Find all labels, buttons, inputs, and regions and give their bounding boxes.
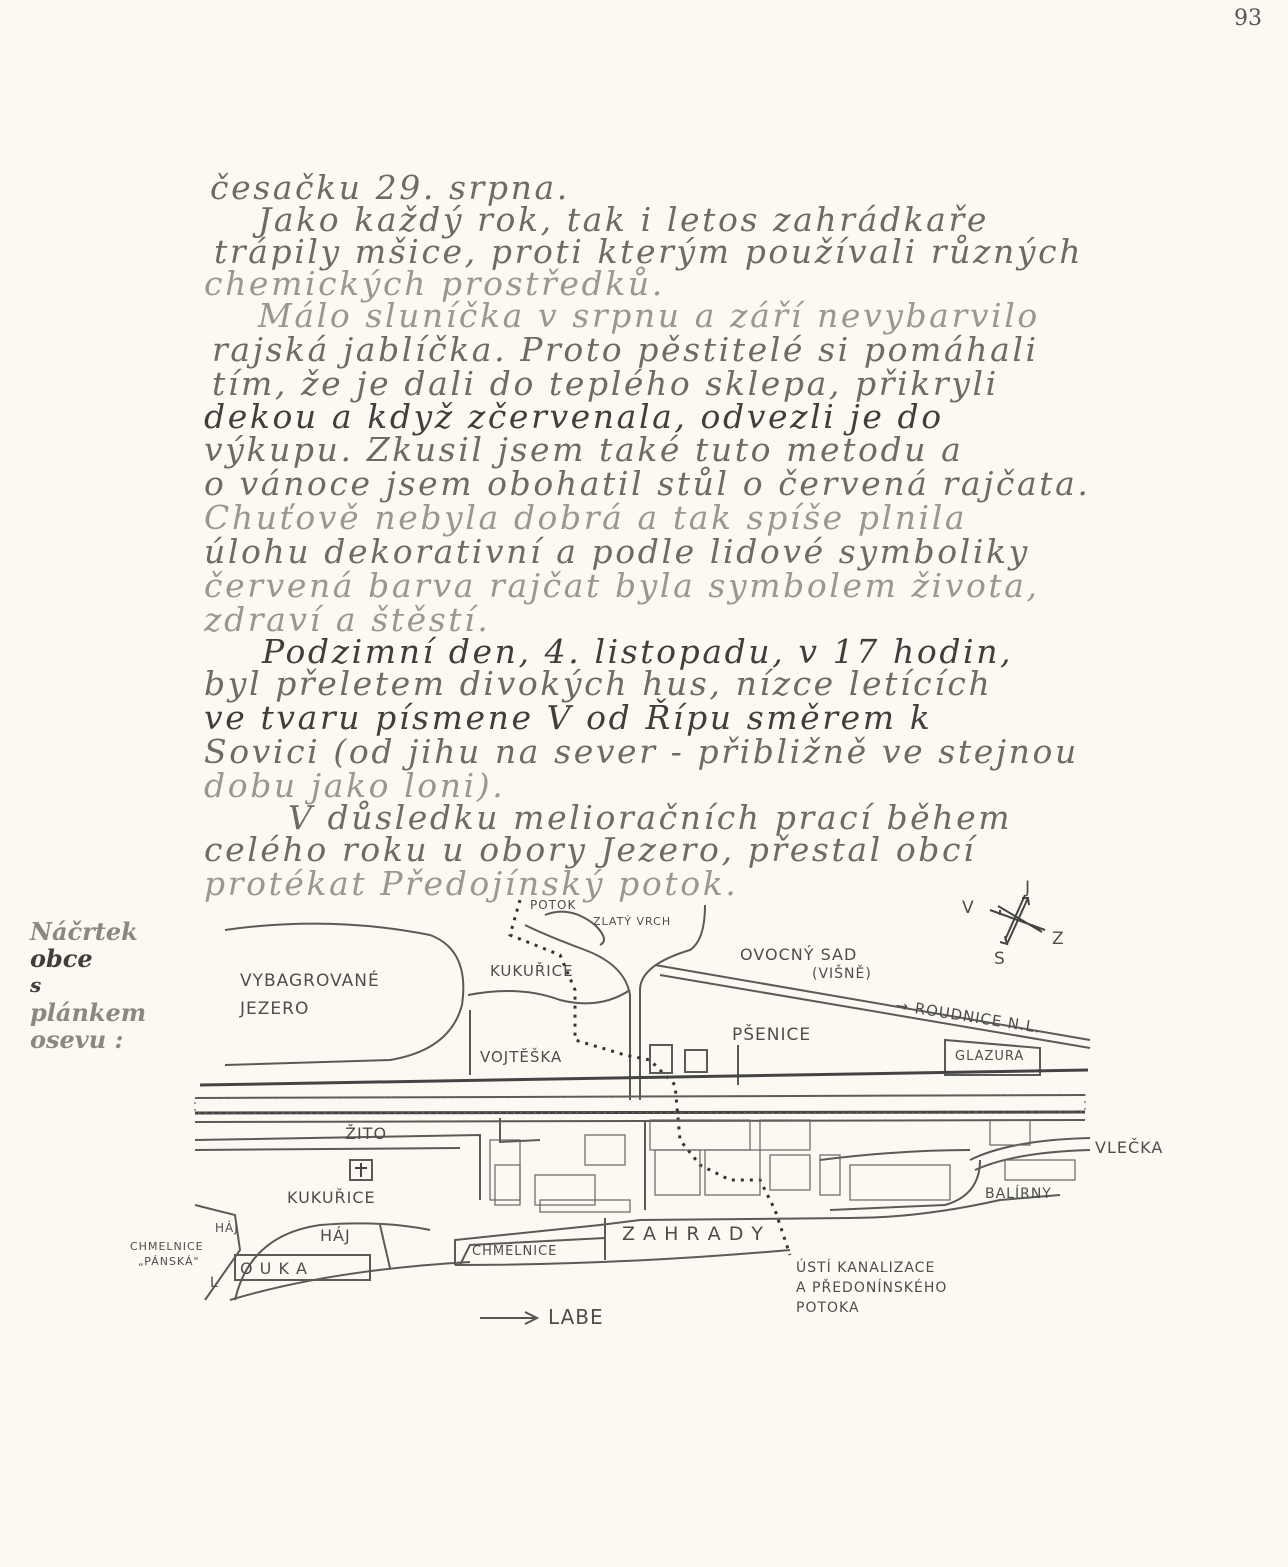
- text-line: úlohu dekorativní a podle lidové symboli…: [204, 532, 1030, 571]
- text-line: česačku 29. srpna.: [210, 168, 570, 207]
- map-label-visne: (VIŠNĚ): [812, 964, 872, 982]
- sketch-caption: Náčrtek obce s plánkem osevu :: [30, 918, 200, 1053]
- map-label-chmelnice-panska: „PÁNSKÁ": [138, 1255, 200, 1268]
- zahrady-border: [454, 1194, 1061, 1265]
- glazura-building: [944, 1038, 1041, 1076]
- sketch-caption-line: obce: [30, 944, 93, 973]
- map-label-zahrady: Z A H R A D Y: [622, 1223, 764, 1245]
- railway-line: [199, 1068, 1089, 1087]
- text-line: tím, že je dali do teplého sklepa, přikr…: [212, 364, 999, 403]
- building: [684, 1049, 708, 1073]
- text-line: Jako každý rok, tak i letos zahrádkaře: [258, 200, 989, 239]
- text-line: Chuťově nebyla dobrá a tak spíše plnila: [204, 498, 968, 537]
- text-line: zdraví a štěstí.: [204, 600, 491, 639]
- louka-border: [234, 1222, 431, 1301]
- village-street: [829, 1159, 981, 1211]
- road-path: [194, 1147, 461, 1151]
- map-label-haj-small: HÁJ: [215, 1220, 239, 1235]
- map-label-zito: ŽITO: [345, 1124, 387, 1143]
- sketch-caption-line: Náčrtek: [30, 917, 138, 946]
- map-label-chmelnice: CHMELNICE: [472, 1244, 557, 1259]
- text-line: červená barva rajčat byla symbolem život…: [204, 566, 1040, 605]
- page-number: 93: [1234, 6, 1262, 31]
- road-path: [467, 989, 631, 1005]
- compass-north-label: J: [1024, 880, 1031, 898]
- text-line: celého roku u obory Jezero, přestal obcí: [204, 830, 977, 869]
- sketch-caption-line: osevu :: [30, 1025, 124, 1054]
- text-line: rajská jablíčka. Proto pěstitelé si pomá…: [212, 330, 1039, 369]
- map-label-kukurice: KUKUŘICE: [490, 961, 574, 980]
- railway-line: [194, 1119, 1086, 1123]
- map-label-zlaty-vrch: ZLATÝ VRCH: [593, 915, 671, 928]
- text-line: chemických prostředků.: [204, 264, 665, 303]
- map-label-chmelnice-panska: CHMELNICE: [130, 1240, 204, 1253]
- map-label-vybagrovane: VYBAGROVANÉ: [240, 969, 380, 991]
- building: [649, 1044, 673, 1074]
- text-line: dekou a když zčervenala, odvezli je do: [204, 397, 944, 436]
- church-symbol: [349, 1159, 373, 1181]
- map-label-potok: POTOK: [530, 898, 576, 912]
- road-path: [639, 904, 706, 1100]
- louka-frame: [234, 1254, 371, 1281]
- louka-border: [379, 1224, 391, 1269]
- text-line: byl přeletem divokých hus, nízce letícíc…: [204, 664, 993, 703]
- map-label-psenice: PŠENICE: [732, 1023, 811, 1045]
- map-label-vojteska: VOJTĚŠKA: [480, 1047, 562, 1066]
- hill-outline: [544, 910, 605, 946]
- road-path: [524, 924, 631, 1100]
- road-path: [194, 1133, 481, 1200]
- village-street: [499, 1118, 541, 1144]
- map-label-glazura: GLAZURA: [955, 1049, 1024, 1064]
- compass-west-label: V: [962, 898, 975, 918]
- louka-border: [229, 1261, 471, 1301]
- compass-east-label: Z: [1052, 929, 1065, 949]
- map-label-louka: O U K A: [240, 1259, 308, 1278]
- map-label-ovocny-sad: OVOCNÝ SAD: [740, 945, 857, 964]
- text-line: ve tvaru písmene V od Řípu směrem k: [204, 698, 933, 737]
- text-line: výkupu. Zkusil jsem také tuto metodu a: [204, 430, 964, 469]
- vlecka-siding: [974, 1149, 1091, 1171]
- text-line: Málo sluníčka v srpnu a září nevybarvilo: [258, 296, 1040, 335]
- vlecka-siding: [819, 1149, 971, 1161]
- zahrady-border: [454, 1249, 791, 1266]
- map-label-vlecka: VLEČKA: [1095, 1138, 1163, 1157]
- compass-south-label: S: [994, 949, 1006, 969]
- map-label-usti: POTOKA: [796, 1300, 860, 1316]
- text-line: Podzimní den, 4. listopadu, v 17 hodin,: [262, 632, 1014, 671]
- map-label-labe: LABE: [548, 1305, 604, 1329]
- map-label-jezero: JEZERO: [239, 999, 309, 1019]
- map-label-usti: A PŘEDONÍNSKÉHO: [796, 1279, 947, 1296]
- map-label-balirny: BALÍRNY: [985, 1185, 1052, 1202]
- village-blocks: [489, 1119, 1076, 1213]
- road-to-roudnice: [654, 964, 1091, 1041]
- map-label-louka-l: L: [210, 1275, 219, 1291]
- text-line: trápily mšice, proti kterým používali rů…: [214, 232, 1084, 271]
- text-line: o vánoce jsem obohatil stůl o červená ra…: [204, 464, 1091, 503]
- compass-rose: [989, 894, 1046, 946]
- map-label-roudnice: → ROUDNICE N.L.: [894, 996, 1042, 1037]
- zahrady-border: [459, 1237, 606, 1266]
- labe-arrow: [480, 1311, 540, 1325]
- haj-border: [194, 1204, 242, 1301]
- village-sketch-map: J V Z S POTOK ZLATÝ VRCH KUKUŘICE OVOCNÝ…: [130, 880, 1163, 1329]
- text-line: Sovici (od jihu na sever - přibližně ve …: [204, 732, 1079, 771]
- text-line: protékat Předojínský potok.: [204, 864, 739, 903]
- lake-outline: [224, 922, 465, 1066]
- cross-icon: [355, 1163, 367, 1177]
- sketch-caption-line: s: [30, 973, 42, 997]
- text-line: dobu jako loni).: [204, 766, 506, 805]
- sketch-caption-line: plánkem: [30, 998, 147, 1027]
- map-label-usti: ÚSTÍ KANALIZACE: [796, 1258, 935, 1276]
- map-label-kukurice-south: KUKUŘICE: [287, 1188, 376, 1207]
- text-line: V důsledku melioračních prací během: [288, 798, 1013, 837]
- map-label-haj: HÁJ: [320, 1226, 351, 1245]
- road-to-roudnice: [659, 974, 1091, 1049]
